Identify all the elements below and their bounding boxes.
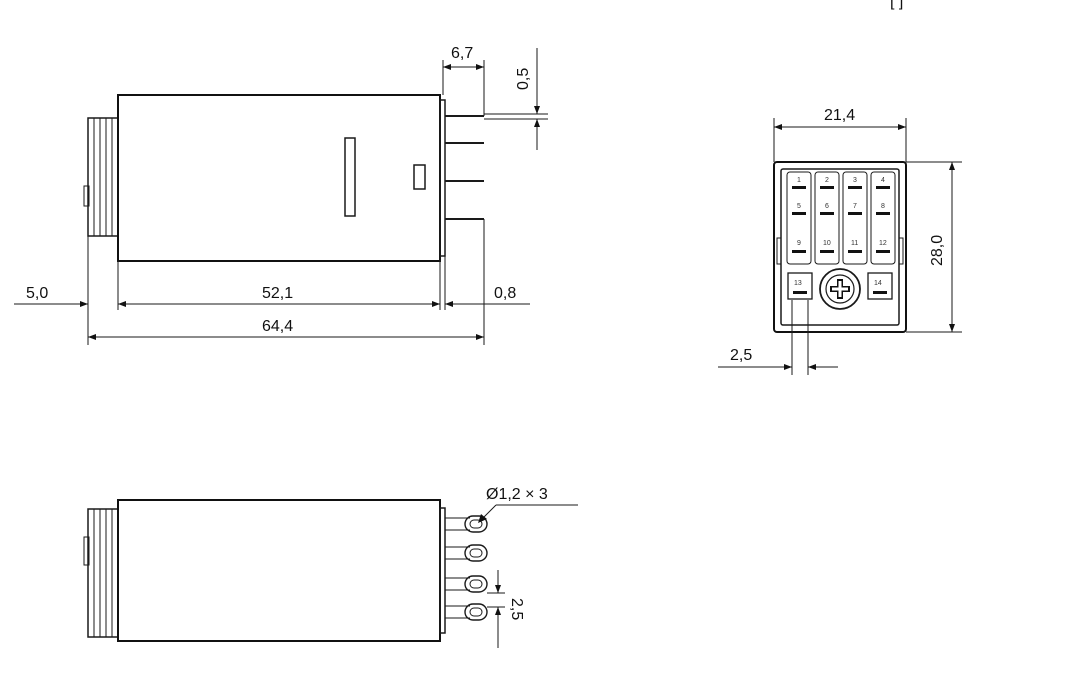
pin-label-13: 13: [794, 280, 802, 287]
bottom-view: 1 2 3 4 5 6 7 8 9 10 11 12 13 14: [718, 107, 962, 375]
dim-knob-offset: 5,0: [26, 285, 48, 302]
pin-label-11: 11: [851, 240, 858, 247]
pin-label-9: 9: [797, 240, 801, 247]
dim-overall-length: 64,4: [262, 318, 293, 335]
pin-label-3: 3: [853, 177, 857, 184]
top-pins: [445, 515, 488, 621]
coil-terminal-13: [787, 272, 813, 300]
header-fragment: [ ]: [890, 0, 903, 10]
relay-body-top: [117, 499, 441, 642]
dim-socket-height: 28,0: [929, 235, 946, 266]
pin-label-1: 1: [797, 177, 801, 184]
pin-label-6: 6: [825, 203, 829, 210]
dim-pin-thickness: 0,5: [515, 68, 532, 90]
pin-label-4: 4: [881, 177, 885, 184]
dim-top-pin-pitch: 2,5: [508, 598, 525, 620]
pin-label-2: 2: [825, 177, 829, 184]
label-slot: [344, 137, 356, 217]
dim-body-length: 52,1: [262, 285, 293, 302]
dim-socket-pin-pitch: 2,5: [730, 347, 752, 364]
pin-label-5: 5: [797, 203, 801, 210]
top-view: Ø1,2 × 3 2,5: [83, 486, 578, 648]
pin-label-12: 12: [879, 240, 887, 247]
pin-label-14: 14: [874, 280, 882, 287]
side-pins: [445, 115, 484, 220]
socket-outline: [773, 161, 907, 333]
pin-grid: 1 2 3 4 5 6 7 8 9 10 11 12: [786, 171, 896, 265]
base: [439, 99, 446, 257]
relay-body: [117, 94, 441, 262]
knob: [87, 117, 119, 237]
dim-socket-width: 21,4: [824, 107, 855, 124]
coil-terminal-14: [867, 272, 893, 300]
pin-label-7: 7: [853, 203, 857, 210]
pin-label-8: 8: [881, 203, 885, 210]
dim-pin-diameter: Ø1,2 × 3: [486, 486, 548, 503]
knob-top: [87, 508, 119, 638]
dim-top-pin-length: 6,7: [451, 45, 473, 62]
pin-label-10: 10: [823, 240, 831, 247]
side-view: 6,7 0,5 5,0 52,1 0,8 64,4: [14, 45, 548, 345]
dim-base-thickness: 0,8: [494, 285, 516, 302]
indicator-window: [413, 164, 426, 190]
center-screw-icon: [819, 268, 861, 310]
